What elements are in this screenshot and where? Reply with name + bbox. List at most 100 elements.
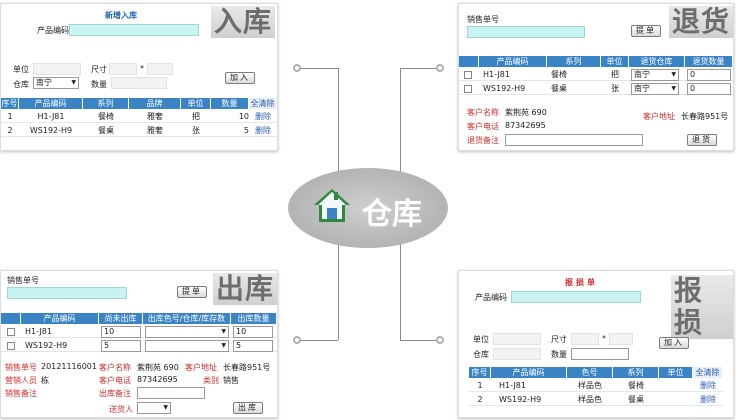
outbound-submit-button[interactable]: 出库 bbox=[233, 402, 263, 414]
table-row: 1 H1-J81 样品色 餐椅 删除 bbox=[469, 379, 723, 392]
sales-no-label: 销售单号 bbox=[7, 276, 39, 285]
product-code-input[interactable] bbox=[511, 291, 641, 303]
column-header: 序号 bbox=[469, 367, 491, 378]
inbound-form-title: 新增入库 bbox=[105, 11, 137, 20]
size-width-input[interactable] bbox=[109, 63, 137, 75]
warehouse-value: 南宁 bbox=[634, 70, 650, 79]
column-header: 出库数量 bbox=[231, 313, 277, 324]
outbound-stock-select[interactable]: ▼ bbox=[145, 326, 229, 338]
outbound-table-header: 产品编码 尚未出库 出库色号/仓库/库存数 出库数量 bbox=[1, 313, 277, 324]
row-unit bbox=[659, 393, 693, 406]
connector-knob bbox=[436, 336, 444, 344]
product-code-label: 产品编码 bbox=[37, 26, 69, 35]
row-checkbox[interactable] bbox=[464, 71, 472, 79]
product-code-input[interactable] bbox=[69, 24, 199, 36]
size-height-input[interactable] bbox=[609, 333, 633, 345]
row-series: 餐桌 bbox=[551, 84, 567, 93]
delete-link[interactable]: 删除 bbox=[700, 381, 716, 390]
row-checkbox[interactable] bbox=[7, 342, 15, 350]
column-header: 品牌 bbox=[129, 98, 181, 109]
sales-no-input[interactable] bbox=[7, 287, 127, 299]
customer-addr-value: 长春路951号 bbox=[223, 363, 271, 372]
customer-name-label: 客户名称 bbox=[99, 363, 131, 372]
customer-addr-label: 客户地址 bbox=[643, 112, 675, 121]
house-icon bbox=[314, 189, 350, 222]
row-code: WS192-H9 bbox=[499, 395, 542, 404]
size-height-input[interactable] bbox=[147, 63, 173, 75]
search-order-button[interactable]: 提单 bbox=[177, 286, 207, 298]
order-no-value: 20121116001 bbox=[41, 362, 97, 371]
row-checkbox[interactable] bbox=[7, 328, 15, 336]
customer-phone-value: 87342695 bbox=[137, 375, 178, 384]
return-big-label: 退货 bbox=[669, 6, 733, 38]
row-series: 餐椅 bbox=[628, 381, 644, 390]
pending-qty-input[interactable]: 10 bbox=[101, 326, 141, 338]
salesman-label: 营销人员 bbox=[5, 376, 37, 385]
out-note-input[interactable] bbox=[137, 387, 205, 399]
chevron-down-icon: ▼ bbox=[71, 79, 76, 86]
row-checkbox[interactable] bbox=[464, 85, 472, 93]
damage-big-label: 报损 bbox=[671, 275, 733, 339]
unit-label: 单位 bbox=[473, 335, 489, 344]
column-header: 单位 bbox=[601, 56, 629, 67]
row-color: 样品色 bbox=[578, 381, 602, 390]
connector-line bbox=[400, 340, 440, 341]
deliverer-select[interactable]: ▼ bbox=[137, 402, 171, 414]
warehouse-select[interactable]: 南宁 ▼ bbox=[33, 77, 79, 89]
row-code: WS192-H9 bbox=[25, 341, 68, 350]
return-qty-input[interactable]: 0 bbox=[687, 83, 731, 95]
return-note-label: 退货备注 bbox=[467, 136, 499, 145]
column-header: 产品编码 bbox=[479, 56, 547, 67]
row-series: 餐桌 bbox=[98, 126, 114, 135]
add-button[interactable]: 加入 bbox=[659, 337, 689, 349]
warehouse-hub bbox=[288, 168, 448, 248]
customer-addr-label: 客户地址 bbox=[185, 363, 217, 372]
size-label: 尺寸 bbox=[551, 335, 567, 344]
return-qty-input[interactable]: 0 bbox=[687, 69, 731, 81]
row-series: 餐桌 bbox=[628, 395, 644, 404]
chevron-down-icon: ▼ bbox=[221, 342, 226, 349]
pending-qty-input[interactable]: 5 bbox=[101, 340, 141, 352]
search-order-button[interactable]: 提单 bbox=[631, 25, 661, 37]
clear-all-link[interactable]: 全清除 bbox=[693, 367, 723, 378]
row-series: 餐椅 bbox=[551, 70, 567, 79]
return-warehouse-select[interactable]: 南宁 ▼ bbox=[631, 83, 679, 95]
column-header: 退货仓库 bbox=[629, 56, 685, 67]
column-header: 系列 bbox=[613, 367, 659, 378]
add-button[interactable]: 加入 bbox=[225, 72, 255, 84]
delete-link[interactable]: 删除 bbox=[700, 395, 716, 404]
warehouse-value: 南宁 bbox=[36, 78, 52, 87]
qty-input[interactable] bbox=[111, 77, 167, 89]
sales-no-input[interactable] bbox=[467, 26, 585, 38]
salesman-value: 栋 bbox=[41, 376, 49, 385]
connector-line bbox=[400, 240, 401, 340]
return-note-input[interactable] bbox=[505, 134, 643, 146]
clear-all-link[interactable]: 全清除 bbox=[249, 98, 277, 109]
outbound-big-label: 出库 bbox=[213, 273, 277, 305]
outbound-qty-input[interactable]: 10 bbox=[233, 326, 273, 338]
row-unit: 张 bbox=[192, 126, 200, 135]
hub-label: 仓库 bbox=[362, 197, 422, 232]
qty-input[interactable] bbox=[571, 348, 629, 360]
column-header bbox=[1, 313, 21, 324]
unit-input[interactable] bbox=[493, 333, 541, 345]
connector-knob bbox=[293, 336, 301, 344]
warehouse-input[interactable] bbox=[493, 348, 541, 360]
row-code: WS192-H9 bbox=[483, 84, 526, 93]
delete-link[interactable]: 删除 bbox=[255, 126, 271, 135]
table-row: 2 WS192-H9 样品色 餐桌 删除 bbox=[469, 393, 723, 406]
outbound-qty-input[interactable]: 5 bbox=[233, 340, 273, 352]
deliverer-label: 送货人 bbox=[109, 405, 133, 414]
size-width-input[interactable] bbox=[571, 333, 599, 345]
customer-phone-label: 客户电话 bbox=[99, 376, 131, 385]
table-row: 1 H1-J81 餐椅 雅奢 把 10 删除 bbox=[1, 110, 277, 123]
connector-line bbox=[298, 68, 338, 69]
return-submit-button[interactable]: 退货 bbox=[687, 134, 717, 146]
size-separator: * bbox=[140, 64, 144, 73]
return-warehouse-select[interactable]: 南宁 ▼ bbox=[631, 69, 679, 81]
delete-link[interactable]: 删除 bbox=[255, 112, 271, 121]
outbound-stock-select[interactable]: ▼ bbox=[145, 340, 229, 352]
damage-table-header: 序号 产品编码 色号 系列 单位 全清除 bbox=[469, 367, 723, 378]
unit-input[interactable] bbox=[33, 63, 81, 75]
sales-no-label: 销售单号 bbox=[467, 15, 499, 24]
